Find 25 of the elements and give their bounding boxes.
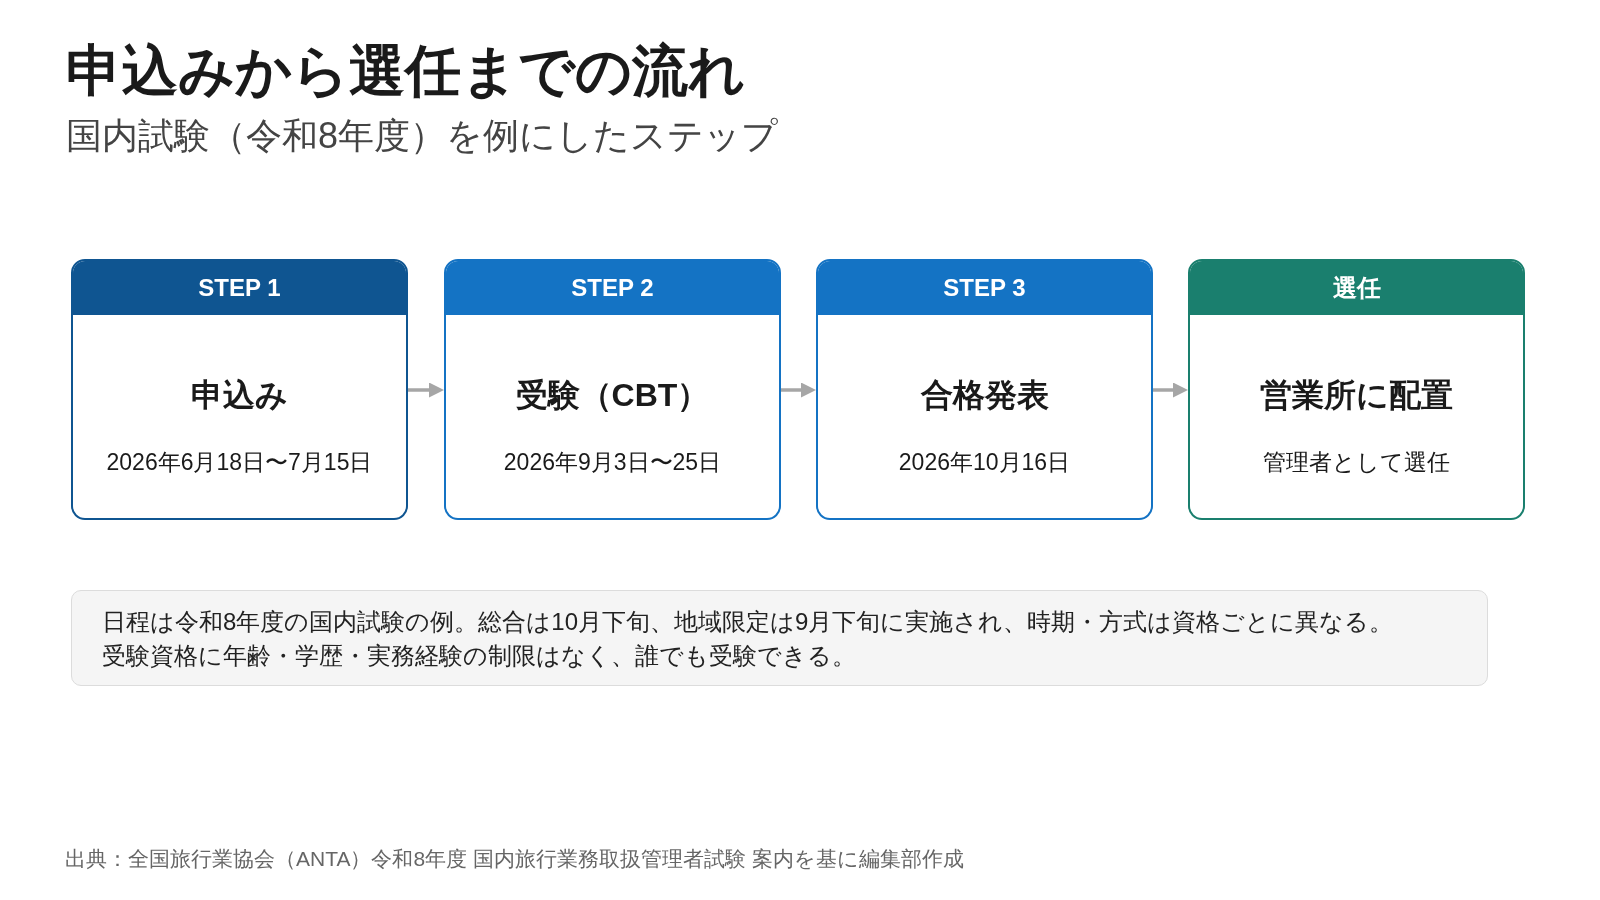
step-title: 営業所に配置 (1260, 375, 1453, 415)
step-card (71, 259, 408, 520)
note-box (71, 590, 1488, 686)
step-card (816, 259, 1153, 520)
step-subtitle: 2026年9月3日〜25日 (503, 449, 722, 477)
step-title: 受験（CBT） (515, 375, 710, 415)
step-header: STEP 1 (73, 261, 406, 315)
step-card (444, 259, 781, 520)
step-card (1188, 259, 1525, 520)
note-text: 受験資格に年齢・学歴・実務経験の制限はなく、誰でも受験できる。 (102, 641, 856, 671)
step-subtitle: 管理者として選任 (1263, 449, 1450, 477)
arrow (781, 382, 816, 398)
note-text: 日程は令和8年度の国内試験の例。総合は10月下旬、地域限定は9月下旬に実施され、時期・方式は資格ごとに異なる。 (102, 607, 1394, 637)
arrow (1153, 382, 1188, 398)
step-title: 申込み (191, 375, 288, 415)
step-subtitle: 2026年10月16日 (898, 449, 1071, 477)
step-title: 合格発表 (920, 375, 1049, 415)
step-subtitle: 2026年6月18日〜7月15日 (106, 449, 373, 477)
step-header: STEP 2 (446, 261, 779, 315)
arrow (408, 382, 444, 398)
step-header: 選任 (1190, 261, 1523, 315)
title: 申込みから選任までの流れ (66, 38, 745, 104)
source-note: 出典：全国旅行業協会（ANTA）令和8年度 国内旅行業務取扱管理者試験 案内を基に編集部作成 (65, 846, 964, 872)
subtitle: 国内試験（令和8年度）を例にしたステップ (66, 114, 779, 158)
step-header: STEP 3 (818, 261, 1151, 315)
